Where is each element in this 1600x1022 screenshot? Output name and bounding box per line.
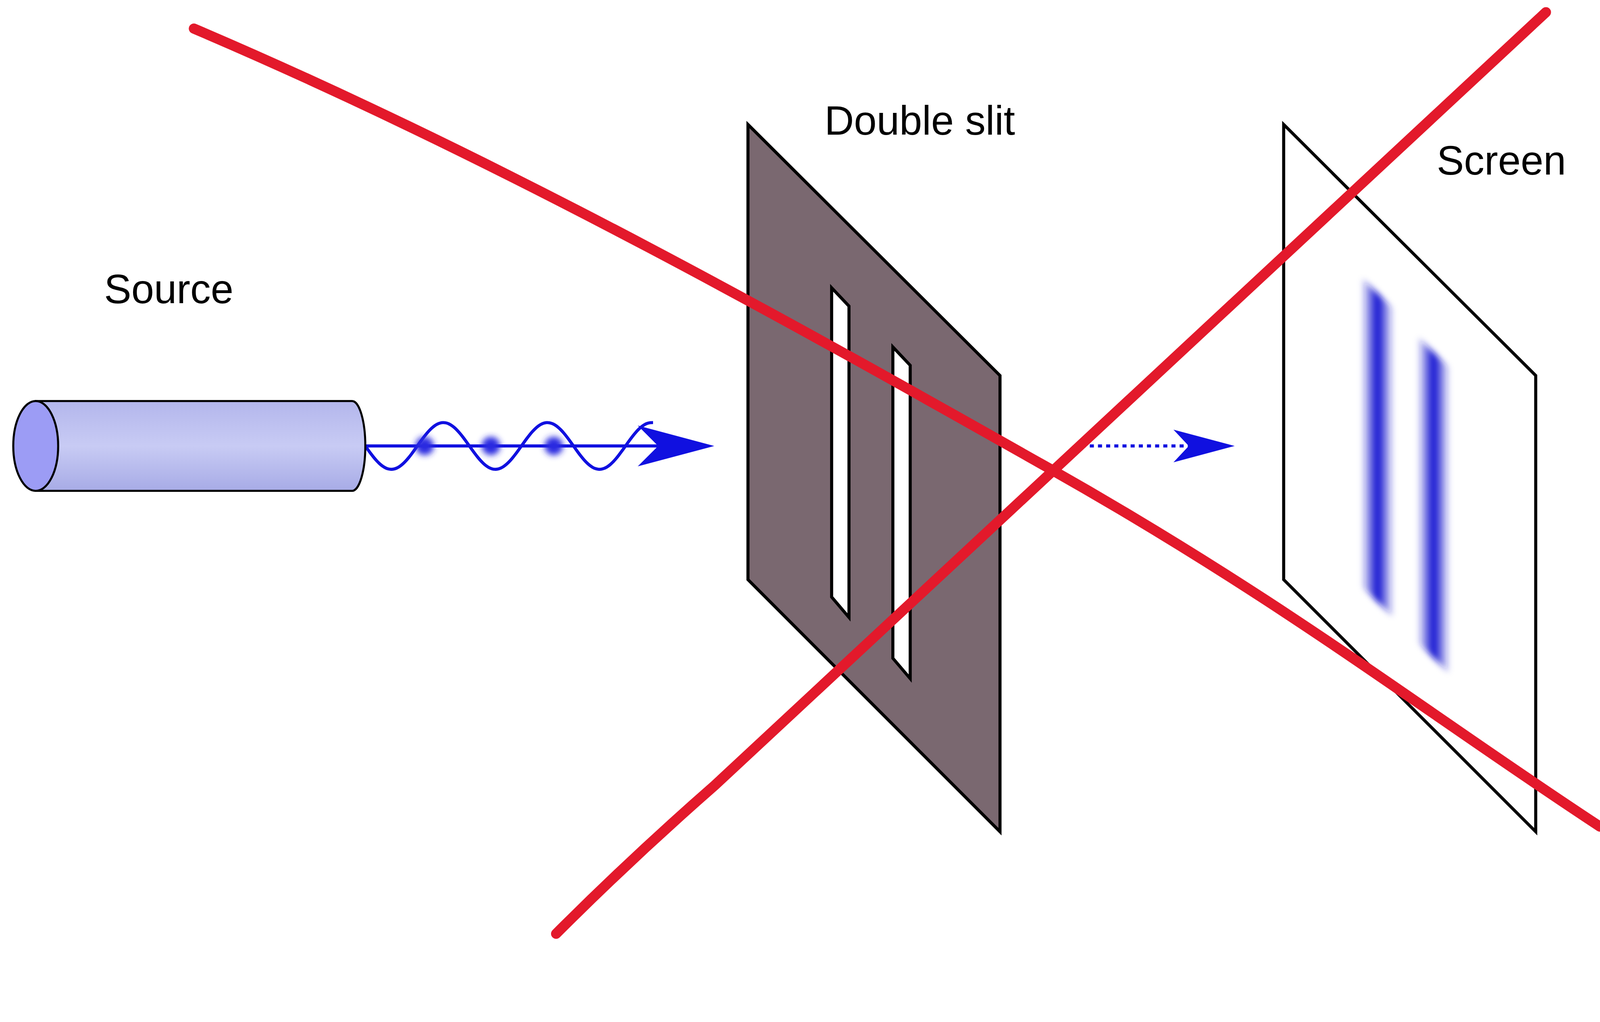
photon-dot xyxy=(544,436,564,456)
photon-dot xyxy=(481,436,501,456)
node-label: Double slit xyxy=(824,96,1016,144)
screen-panel xyxy=(1283,124,1536,832)
arrow-head xyxy=(1173,429,1235,463)
arrow-head xyxy=(637,425,715,467)
arrow-shaft xyxy=(1081,444,1189,448)
beam-arrow xyxy=(1081,429,1235,463)
node-shape xyxy=(1283,124,1536,832)
node-label: Screen xyxy=(1436,136,1567,184)
node-label: Source xyxy=(104,265,234,313)
slit-opening xyxy=(831,287,849,618)
fringe-band xyxy=(1362,277,1393,618)
photon-dot xyxy=(415,436,435,456)
detection-screen: Screen xyxy=(1283,124,1536,832)
arrow-shaft xyxy=(365,444,658,448)
node-shape xyxy=(12,401,366,492)
red-strike-line xyxy=(193,28,1600,827)
red-strike-line xyxy=(556,12,1546,934)
light-source: Source xyxy=(12,401,366,492)
fringe-band xyxy=(1418,336,1449,674)
wave-line xyxy=(365,422,654,470)
beam-arrow xyxy=(365,422,715,470)
cylinder-face xyxy=(13,401,59,492)
cylinder-body xyxy=(35,401,366,492)
slit-opening xyxy=(892,347,911,679)
